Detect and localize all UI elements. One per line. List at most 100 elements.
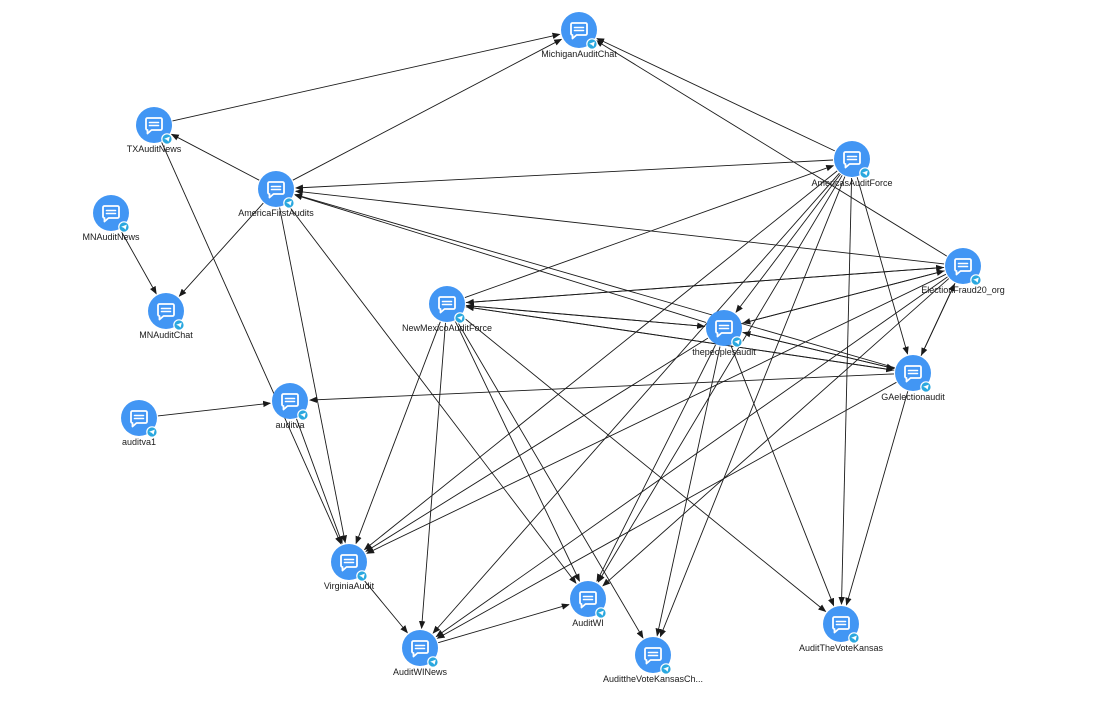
telegram-icon — [118, 221, 130, 233]
node-americasauditforce[interactable]: AmericasAuditForce — [811, 141, 893, 188]
node-auditva1[interactable]: auditva1 — [121, 400, 158, 447]
edge-mnauditnews-to-mnauditchat — [119, 229, 157, 295]
edge-thepeoplesaudit-to-virginiaaudit — [365, 337, 709, 552]
node-auditthevotekansas[interactable]: AuditTheVoteKansas — [799, 606, 884, 653]
edges-layer — [119, 32, 956, 644]
telegram-icon — [146, 426, 158, 438]
edge-americafirstaudits-to-mnauditchat — [178, 202, 264, 297]
node-label: GAelectionaudit — [881, 392, 945, 402]
edge-americafirstaudits-to-txauditnews — [170, 133, 260, 181]
chat-bubble-icon — [145, 117, 163, 135]
chat-bubble-icon — [570, 22, 588, 40]
edge-americasauditforce-to-auditwinews — [432, 172, 840, 634]
node-gaelectionaudit[interactable]: GAelectionaudit — [881, 355, 945, 402]
edge-americasauditforce-to-auditthevotekansasch — [659, 176, 846, 638]
telegram-icon — [454, 312, 466, 324]
node-auditva[interactable]: auditva — [272, 383, 309, 430]
node-label: AmericasAuditForce — [811, 178, 892, 188]
node-label: thepeoplesaudit — [692, 347, 756, 357]
node-mnauditchat[interactable]: MNAuditChat — [139, 293, 193, 340]
node-label: MNAuditNews — [82, 232, 140, 242]
node-electionfraud20-org[interactable]: ElectionFraud20_org — [921, 248, 1005, 295]
edge-auditwinews-to-auditwi — [438, 603, 570, 644]
telegram-icon — [586, 38, 598, 50]
edge-gaelectionaudit-to-auditwinews — [436, 381, 897, 639]
chat-bubble-icon — [157, 303, 175, 321]
chat-bubble-icon — [102, 205, 120, 223]
node-label: MichiganAuditChat — [541, 49, 617, 59]
node-label: AuditTheVoteKansas — [799, 643, 884, 653]
chat-bubble-icon — [340, 554, 358, 572]
node-label: auditva — [275, 420, 304, 430]
node-txauditnews[interactable]: TXAuditNews — [127, 107, 182, 154]
telegram-icon — [920, 381, 932, 393]
edge-americafirstaudits-to-auditwi — [287, 203, 577, 584]
node-thepeoplesaudit[interactable]: thepeoplesaudit — [692, 310, 756, 357]
chat-bubble-icon — [644, 647, 662, 665]
chat-bubble-icon — [832, 616, 850, 634]
edge-newmexicoauditforce-to-auditwi — [454, 320, 580, 582]
telegram-icon — [970, 274, 982, 286]
edge-thepeoplesaudit-to-auditthevotekansasch — [655, 346, 721, 637]
chat-bubble-icon — [411, 640, 429, 658]
node-label: VirginiaAudit — [324, 581, 375, 591]
edge-americasauditforce-to-auditwi — [597, 175, 843, 583]
edge-electionfraud20-org-to-auditwi — [602, 278, 950, 587]
edge-gaelectionaudit-to-newmexicoauditforce — [465, 304, 895, 371]
node-label: TXAuditNews — [127, 144, 182, 154]
edge-electionfraud20-org-to-virginiaaudit — [366, 273, 947, 554]
edge-auditva1-to-auditva — [157, 400, 272, 417]
node-mnauditnews[interactable]: MNAuditNews — [82, 195, 140, 242]
telegram-icon — [356, 570, 368, 582]
edge-thepeoplesaudit-to-auditthevotekansas — [730, 345, 835, 607]
edge-newmexicoauditforce-to-auditthevotekansasch — [456, 320, 644, 639]
telegram-icon — [173, 319, 185, 331]
telegram-icon — [859, 167, 871, 179]
edge-americasauditforce-to-americafirstaudits — [295, 159, 834, 191]
edge-gaelectionaudit-to-auditthevotekansas — [845, 391, 909, 606]
edge-gaelectionaudit-to-auditva — [309, 373, 895, 403]
edge-newmexicoauditforce-to-electionfraud20-org — [465, 264, 945, 304]
node-virginiaaudit[interactable]: VirginiaAudit — [324, 544, 375, 591]
node-label: MNAuditChat — [139, 330, 193, 340]
edge-newmexicoauditforce-to-virginiaaudit — [355, 321, 441, 545]
edge-thepeoplesaudit-to-americafirstaudits — [294, 193, 707, 323]
edge-newmexicoauditforce-to-auditthevotekansas — [461, 315, 827, 613]
node-auditwi[interactable]: AuditWI — [570, 581, 607, 628]
edge-auditva-to-virginiaaudit — [296, 418, 343, 545]
node-auditthevotekansasch[interactable]: AudittheVoteKansasCh... — [603, 637, 703, 684]
edge-newmexicoauditforce-to-americasauditforce — [464, 165, 835, 299]
node-newmexicoauditforce[interactable]: NewMexicoAuditForce — [402, 286, 492, 333]
telegram-icon — [427, 656, 439, 668]
telegram-icon — [848, 632, 860, 644]
edge-gaelectionaudit-to-electionfraud20-org — [920, 283, 955, 356]
chat-bubble-icon — [267, 181, 285, 199]
edge-americafirstaudits-to-virginiaaudit — [279, 207, 347, 544]
edge-americasauditforce-to-auditthevotekansas — [838, 177, 853, 605]
edge-americasauditforce-to-gaelectionaudit — [856, 177, 909, 355]
telegram-icon — [283, 197, 295, 209]
telegram-icon — [660, 663, 672, 675]
chat-bubble-icon — [130, 410, 148, 428]
edge-electionfraud20-org-to-auditwinews — [435, 276, 948, 638]
edge-americasauditforce-to-virginiaaudit — [363, 170, 838, 551]
chat-bubble-icon — [281, 393, 299, 411]
chat-bubble-icon — [954, 258, 972, 276]
chat-bubble-icon — [843, 151, 861, 169]
node-label: AmericaFirstAudits — [238, 208, 314, 218]
edge-americasauditforce-to-thepeoplesaudit — [735, 173, 841, 313]
chat-bubble-icon — [579, 591, 597, 609]
edge-thepeoplesaudit-to-auditwi — [596, 344, 716, 582]
node-michiganauditchat[interactable]: MichiganAuditChat — [541, 12, 617, 59]
node-label: auditva1 — [122, 437, 156, 447]
edge-txauditnews-to-michiganauditchat — [172, 32, 561, 122]
node-label: ElectionFraud20_org — [921, 285, 1005, 295]
edge-electionfraud20-org-to-michiganauditchat — [595, 39, 948, 257]
node-label: AuditWI — [572, 618, 604, 628]
node-auditwinews[interactable]: AuditWINews — [393, 630, 448, 677]
telegram-icon — [161, 133, 173, 145]
nodes-layer: MichiganAuditChatTXAuditNewsAmericaFirst… — [82, 12, 1005, 684]
edge-txauditnews-to-virginiaaudit — [161, 142, 342, 545]
node-americafirstaudits[interactable]: AmericaFirstAudits — [238, 171, 314, 218]
